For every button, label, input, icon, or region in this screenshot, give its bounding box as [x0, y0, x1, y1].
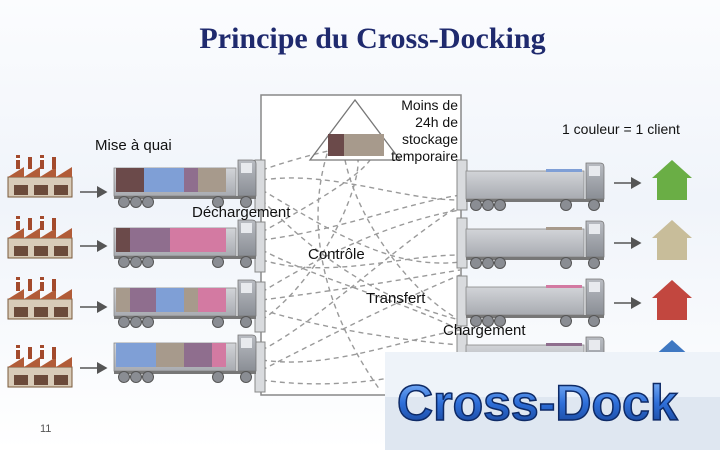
incoming-truck-1 [113, 159, 257, 208]
factory-icon-3 [7, 276, 73, 320]
legend-client-colors: 1 couleur = 1 client [562, 121, 680, 137]
factory-icon-1 [7, 154, 73, 198]
label-chargement: Chargement [443, 322, 526, 339]
client-house-beige [652, 220, 692, 260]
supplier-arrows [80, 186, 108, 374]
incoming-truck-4 [113, 334, 257, 383]
incoming-truck-2 [113, 219, 257, 268]
incoming-truck-3 [113, 279, 257, 328]
temporary-storage [308, 98, 402, 161]
cross-dock-logo: Cross-Dock [385, 352, 720, 450]
label-mise-a-quai: Mise à quai [95, 137, 172, 154]
svg-text:Cross-Dock: Cross-Dock [397, 375, 678, 431]
outgoing-truck-4 [465, 336, 605, 385]
outgoing-truck-3 [465, 278, 605, 327]
factory-icon-4 [7, 344, 73, 388]
outgoing-truck-1 [465, 162, 605, 211]
slide-number: 11 [40, 423, 52, 435]
label-controle: Contrôle [308, 246, 365, 263]
dock-doors-left [254, 159, 266, 393]
label-dechargement: Déchargement [192, 204, 291, 221]
slide-title: Principe du Cross-Docking [199, 22, 546, 55]
client-house-red [652, 280, 692, 320]
delivery-arrows [614, 177, 642, 368]
label-transfert: Transfert [366, 290, 426, 307]
label-stockage-temporaire: Moins de 24h de stockage temporaire [391, 97, 458, 164]
outgoing-truck-2 [465, 220, 605, 269]
factory-icon-2 [7, 215, 73, 259]
client-house-green [652, 160, 692, 200]
